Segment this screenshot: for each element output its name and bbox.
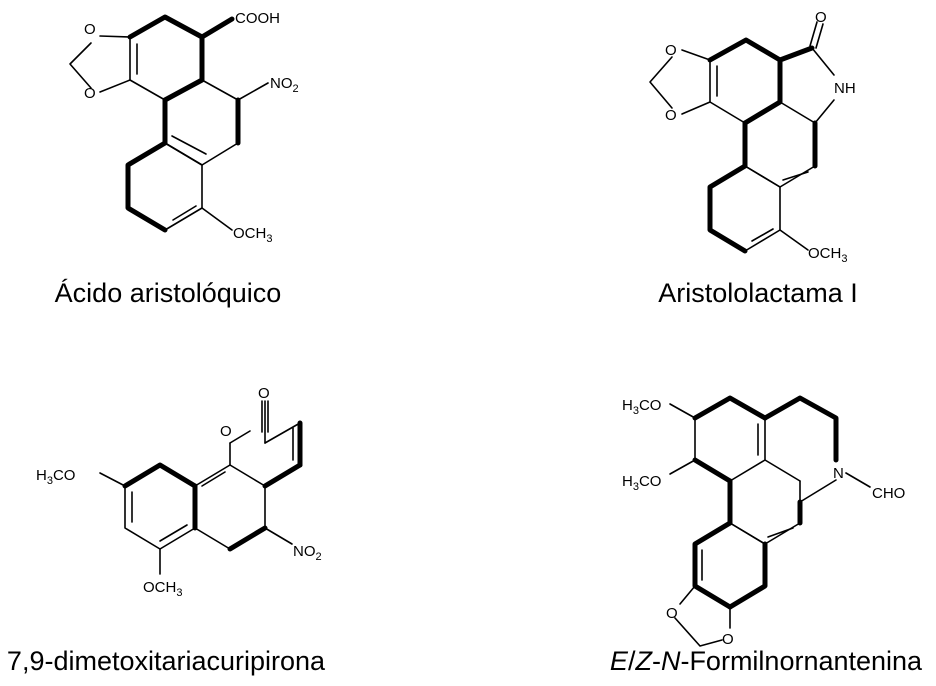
h3co-label-1: H3CO	[622, 397, 661, 417]
h3co-label: H3CO	[36, 467, 75, 487]
structure-formylnornantenine: N CHO H3CO H3CO O O	[622, 395, 905, 648]
carbonyl-oxygen-label: O	[815, 9, 827, 26]
oxygen-label-2: O	[665, 107, 677, 124]
ring-oxygen-label: O	[220, 423, 232, 440]
och3-label: OCH3	[808, 245, 847, 265]
oxygen-label-1: O	[665, 42, 677, 59]
no2-label: NO2	[270, 75, 299, 95]
n-label: N	[833, 465, 844, 482]
structure-dimetoxitariacuripirona: O O NO2 H3CO OCH3	[36, 385, 322, 599]
cho-label: CHO	[872, 485, 905, 502]
carbonyl-oxygen-label: O	[258, 385, 270, 402]
cooh-label: COOH	[235, 10, 280, 27]
och3-label: OCH3	[143, 579, 182, 599]
structure-aristololactam-i: O O O NH OCH3	[649, 9, 856, 265]
h3co-label-2: H3CO	[622, 473, 661, 493]
compound-name-2: Aristololactama I	[658, 278, 858, 308]
och3-label: OCH3	[233, 225, 272, 245]
compound-name-1: Ácido aristolóquico	[55, 278, 282, 308]
compound-name-4: E/Z-N-Formilnornantenina	[610, 646, 923, 676]
nh-label: NH	[834, 80, 856, 97]
oxygen-label-2: O	[84, 85, 96, 102]
no2-label: NO2	[293, 543, 322, 563]
oxygen-label-1: O	[84, 21, 96, 38]
structure-aristolochic-acid: O O COOH NO2 OCH3	[69, 10, 299, 245]
oxygen-label-2: O	[722, 631, 734, 648]
oxygen-label-1: O	[666, 605, 678, 622]
compound-name-3: 7,9-dimetoxitariacuripirona	[7, 646, 326, 676]
